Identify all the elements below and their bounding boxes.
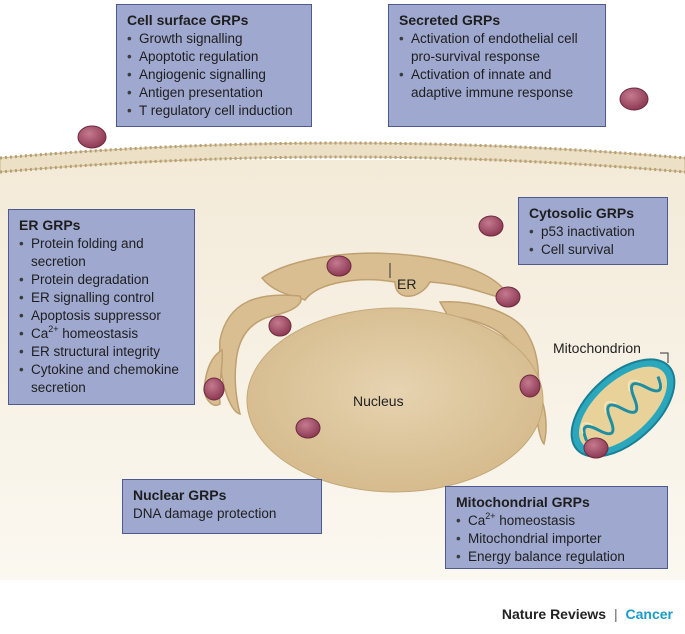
cell-surface-grps-title: Cell surface GRPs <box>127 12 249 28</box>
mitochondrial-grps-title: Mitochondrial GRPs <box>456 494 590 510</box>
ca-text: Ca <box>468 513 486 528</box>
list-item: Energy balance regulation <box>456 548 657 566</box>
grp-protein <box>619 87 649 111</box>
grp-protein <box>203 377 225 401</box>
nuclear-grps-text: DNA damage protection <box>133 506 277 521</box>
er-grps-box: ER GRPs Protein folding and secretion Pr… <box>8 209 195 405</box>
nucleus <box>246 307 544 493</box>
grp-protein <box>583 437 609 459</box>
mitochondrion-leader-line <box>660 352 669 363</box>
list-item: Activation of innate and adaptive immune… <box>399 66 595 102</box>
cytosolic-grps-box: Cytosolic GRPs p53 inactivation Cell sur… <box>518 197 668 265</box>
cytosolic-grps-title: Cytosolic GRPs <box>529 205 635 221</box>
ca-suffix-text: homeostasis <box>58 326 139 341</box>
mitochondrion-label: Mitochondrion <box>553 340 641 356</box>
grp-protein <box>495 286 521 308</box>
list-item: Mitochondrial importer <box>456 530 657 548</box>
list-item: Cell survival <box>529 241 657 259</box>
journal-section: Cancer <box>625 606 673 622</box>
nucleus-label: Nucleus <box>353 393 404 409</box>
ca-text: Ca <box>31 326 49 341</box>
list-item: Apoptosis suppressor <box>19 307 184 325</box>
list-item: T regulatory cell induction <box>127 102 301 120</box>
grp-protein <box>478 215 504 237</box>
list-item: Apoptotic regulation <box>127 48 301 66</box>
secreted-grps-title: Secreted GRPs <box>399 12 501 28</box>
grp-protein <box>326 255 352 277</box>
list-item: Antigen presentation <box>127 84 301 102</box>
er-grps-title: ER GRPs <box>19 217 81 233</box>
grp-protein <box>295 417 321 439</box>
secreted-grps-box: Secreted GRPs Activation of endothelial … <box>388 4 606 127</box>
er-label: ER <box>397 276 417 292</box>
mitochondrial-grps-list: Ca2+ homeostasis Mitochondrial importer … <box>456 511 657 567</box>
list-item: Protein degradation <box>19 271 184 289</box>
grp-protein <box>77 125 107 149</box>
grp-protein <box>519 374 541 398</box>
er-grps-list: Protein folding and secretion Protein de… <box>19 235 184 397</box>
list-item: p53 inactivation <box>529 223 657 241</box>
footer-separator: | <box>614 606 618 622</box>
cell-surface-grps-box: Cell surface GRPs Growth signalling Apop… <box>116 4 312 127</box>
list-item: Growth signalling <box>127 30 301 48</box>
list-item: Ca2+ homeostasis <box>456 511 657 531</box>
secreted-grps-list: Activation of endothelial cell pro-survi… <box>399 30 595 102</box>
list-item: Activation of endothelial cell pro-survi… <box>399 30 595 66</box>
ca-superscript: 2+ <box>48 324 59 334</box>
cytosolic-grps-list: p53 inactivation Cell survival <box>529 223 657 259</box>
grp-protein <box>268 315 292 337</box>
cell-surface-grps-list: Growth signalling Apoptotic regulation A… <box>127 30 301 120</box>
nuclear-grps-box: Nuclear GRPs DNA damage protection <box>122 479 322 534</box>
journal-footer: Nature Reviews | Cancer <box>502 606 673 622</box>
journal-name: Nature Reviews <box>501 606 607 622</box>
list-item: ER structural integrity <box>19 343 184 361</box>
mitochondrial-grps-box: Mitochondrial GRPs Ca2+ homeostasis Mito… <box>445 486 668 569</box>
list-item: Ca2+ homeostasis <box>19 324 184 344</box>
plasma-membrane <box>0 141 685 174</box>
list-item: Protein folding and secretion <box>19 235 184 271</box>
list-item: Angiogenic signalling <box>127 66 301 84</box>
list-item: Cytokine and chemokine secretion <box>19 361 184 397</box>
ca-suffix-text: homeostasis <box>495 513 576 528</box>
nuclear-grps-title: Nuclear GRPs <box>133 487 227 503</box>
list-item: ER signalling control <box>19 289 184 307</box>
mitochondrion <box>570 358 676 458</box>
ca-superscript: 2+ <box>485 511 496 521</box>
grp-proteins <box>77 87 649 459</box>
